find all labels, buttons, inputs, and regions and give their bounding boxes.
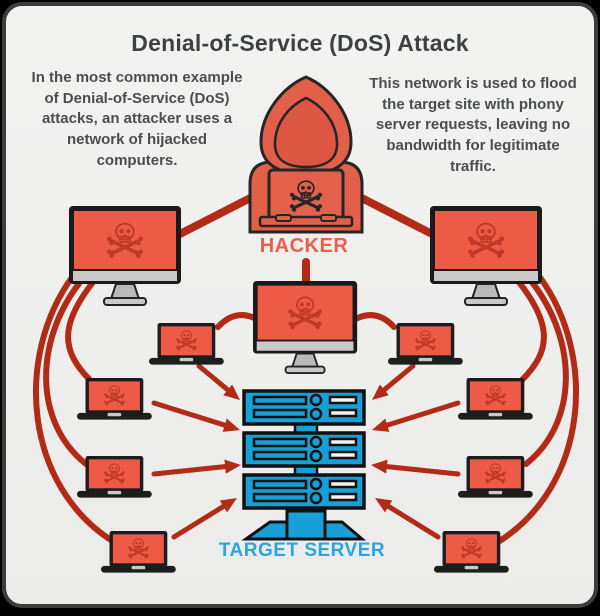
diagram-canvas — [32, 75, 580, 616]
description-left: In the most common example of Denial-of-… — [31, 69, 243, 169]
server-rack-icon — [241, 389, 367, 541]
hacker-label: HACKER — [259, 235, 349, 257]
target-server-label: TARGET SERVER — [218, 540, 386, 561]
attack-arrows — [151, 363, 461, 540]
infected-laptop-left-3 — [77, 456, 152, 498]
infected-laptop-left-bottom — [101, 531, 176, 573]
infected-laptop-right-3 — [458, 456, 533, 498]
infected-laptop-right-bottom — [434, 531, 509, 573]
infected-laptop-right-top — [388, 323, 463, 365]
page-title: Denial-of-Service (DoS) Attack — [131, 30, 469, 56]
infected-laptop-left-top — [149, 323, 224, 365]
infected-laptop-right-2 — [458, 378, 533, 420]
dos-attack-infographic: Denial-of-Service (DoS) Attack In the mo… — [2, 2, 598, 608]
infected-desktop-center — [253, 281, 357, 373]
infected-laptop-left-2 — [77, 378, 152, 420]
description-right: This network is used to flood the target… — [369, 75, 577, 175]
hooded-hacker-at-laptop-icon — [248, 75, 364, 234]
